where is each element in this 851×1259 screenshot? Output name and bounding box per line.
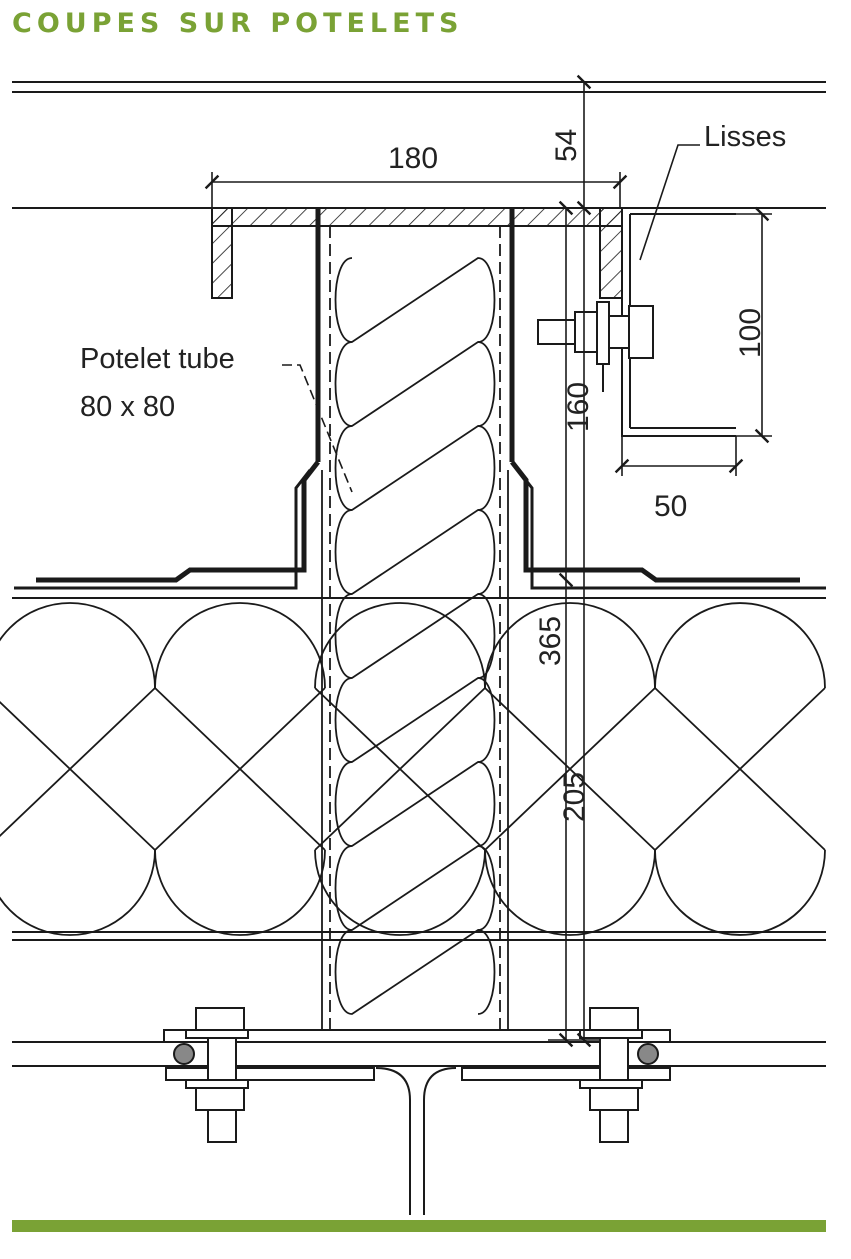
label-potelet-size: 80 x 80 <box>80 391 175 423</box>
roof-insulation-arc <box>0 849 156 936</box>
dim-205: 205 <box>558 772 591 822</box>
roof-insulation-cross <box>314 687 486 851</box>
dim-100: 100 <box>734 308 767 358</box>
roof-insulation <box>0 602 826 936</box>
insulation-loop <box>334 257 496 343</box>
tube-insulation <box>334 257 496 1015</box>
insulation-loop <box>334 929 496 1015</box>
dim-54: 54 <box>550 129 583 162</box>
roof-insulation-arc <box>314 849 486 936</box>
dim-365: 365 <box>534 616 567 666</box>
insulation-loop <box>334 425 496 511</box>
roof-insulation-cross <box>0 687 156 851</box>
roof-insulation-arc <box>484 602 656 689</box>
label-lisses: Lisses <box>704 121 786 153</box>
roof-insulation-arc <box>154 849 326 936</box>
page-title: COUPES SUR POTELETS <box>12 8 464 39</box>
roof-insulation-arc <box>654 602 826 689</box>
insulation-loop <box>334 509 496 595</box>
roof-insulation-arc <box>654 849 826 936</box>
roof-insulation-arc <box>0 602 156 689</box>
dim-50: 50 <box>654 490 687 523</box>
lisse-bolt <box>537 301 654 392</box>
insulation-loop <box>334 677 496 763</box>
roof-insulation-arc <box>484 849 656 936</box>
roof-insulation-cross <box>484 687 656 851</box>
membrane-upstand <box>14 460 826 590</box>
hatched-cap-plate <box>211 207 623 299</box>
insulation-loop <box>334 593 496 679</box>
dim-160: 160 <box>562 382 595 432</box>
bottom-accent-bar <box>12 1220 826 1232</box>
dimension-lines <box>204 74 772 1048</box>
base-plate <box>12 1029 826 1215</box>
label-potelet-tube: Potelet tube <box>80 343 235 375</box>
roof-insulation-cross <box>654 687 826 851</box>
insulation-loop <box>334 341 496 427</box>
insulation-loop <box>334 761 496 847</box>
dim-180: 180 <box>388 142 438 175</box>
potelet-tube <box>315 208 515 1030</box>
roof-insulation-arc <box>154 602 326 689</box>
insulation-loop <box>334 845 496 931</box>
roof-insulation-arc <box>314 602 486 689</box>
base-bolt-left <box>173 1007 249 1143</box>
roof-insulation-cross <box>154 687 326 851</box>
